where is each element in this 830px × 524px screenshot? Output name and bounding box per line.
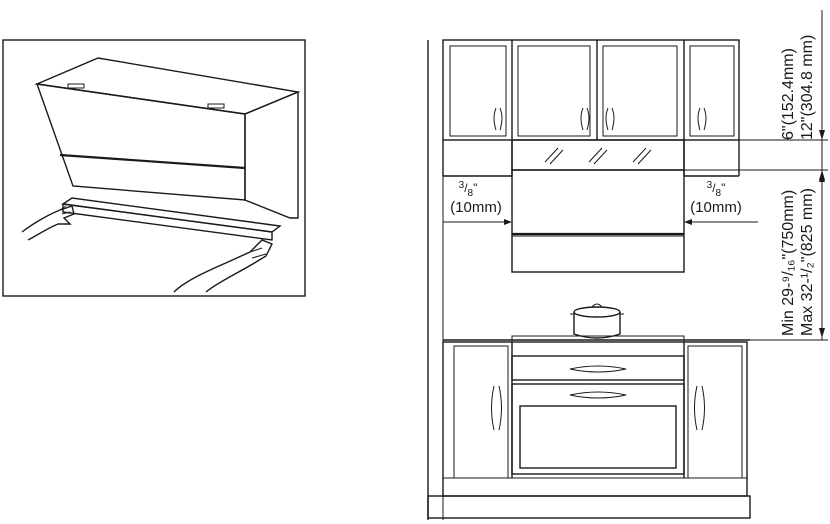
height-min-label: Min 29-⁹/₁₆"(750mm) bbox=[780, 190, 797, 336]
side-gap-right-metric: (10mm) bbox=[690, 199, 742, 216]
right-installation-panel: 3/8" (10mm) 3/8" (10mm) bbox=[427, 10, 828, 520]
hands-icon bbox=[21, 205, 273, 293]
side-gap-right-fraction: 3/8" bbox=[707, 180, 726, 199]
side-gap-right-dimension: 3/8" (10mm) bbox=[684, 180, 758, 225]
upper-cabinets-icon bbox=[442, 39, 740, 177]
side-gap-left-fraction: 3/8" bbox=[459, 180, 478, 199]
left-installation-panel bbox=[2, 39, 306, 297]
side-gap-left-dimension: 3/8" (10mm) bbox=[443, 180, 512, 225]
left-panel-frame bbox=[2, 39, 306, 297]
wall-range-hood bbox=[511, 139, 685, 273]
pot-icon bbox=[570, 303, 624, 339]
range-hood-icon bbox=[34, 57, 301, 241]
lower-cabinets-icon bbox=[427, 335, 751, 519]
top-clearance-max-label: 12"(304.8 mm) bbox=[799, 35, 816, 140]
oven-icon bbox=[511, 355, 685, 475]
vertical-dimensions bbox=[684, 10, 828, 341]
height-max-label: Max 32-¹/₂"(825 mm) bbox=[799, 188, 816, 336]
top-clearance-min-label: 6"(152.4mm) bbox=[780, 48, 797, 140]
side-gap-left-metric: (10mm) bbox=[450, 199, 502, 216]
